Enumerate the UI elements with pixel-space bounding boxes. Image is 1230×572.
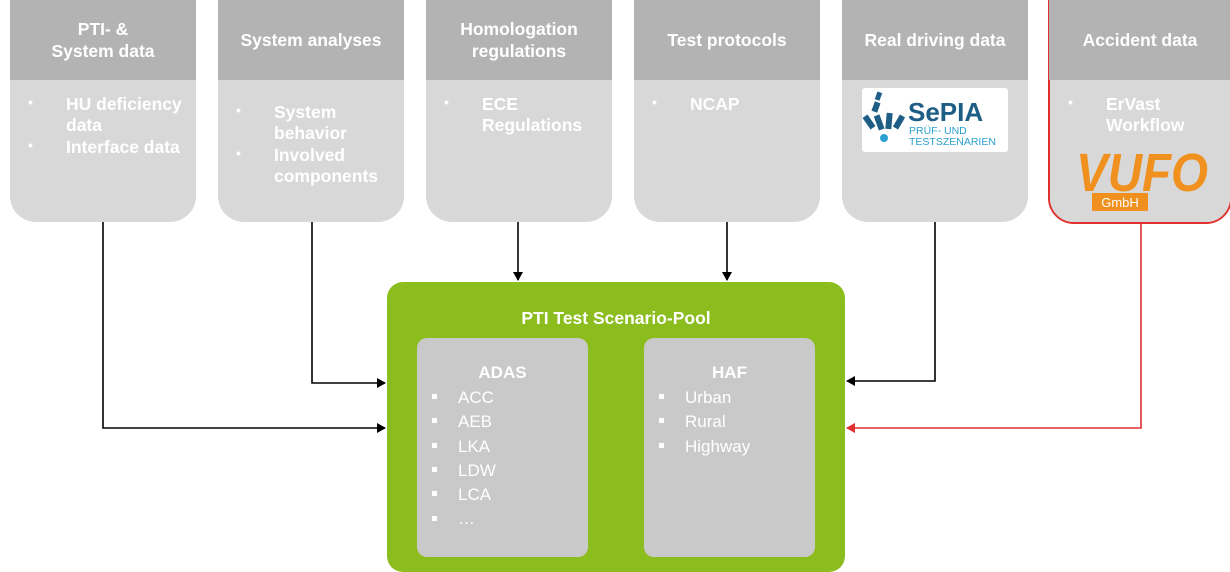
list-item: •ECE Regulations bbox=[444, 94, 583, 136]
source-body: •System behavior •Involved components bbox=[218, 80, 404, 222]
arrow-real-to-pool bbox=[846, 222, 936, 386]
bullet-icon: • bbox=[236, 144, 241, 161]
arrow-system-to-pool bbox=[311, 222, 386, 388]
vufo-logo-graphic: VUFO GmbH bbox=[1076, 143, 1208, 211]
square-bullet-icon bbox=[659, 394, 664, 400]
list-item: LCA bbox=[432, 483, 588, 507]
bullet-icon: • bbox=[28, 136, 33, 153]
bullet-icon: • bbox=[236, 102, 241, 118]
list-item: •Interface data bbox=[28, 136, 180, 157]
square-bullet-icon bbox=[659, 418, 664, 424]
source-header: Homologation regulations bbox=[426, 0, 612, 80]
source-body: •HU deficiency data •Interface data bbox=[10, 80, 196, 222]
list-item: •ErVast Workflow bbox=[1068, 94, 1185, 136]
source-body: •ErVast Workflow VUFO GmbH bbox=[1050, 80, 1230, 222]
list-item: ACC bbox=[432, 386, 588, 410]
source-body: •NCAP bbox=[634, 80, 820, 222]
list-item: •System behavior bbox=[236, 102, 347, 144]
source-header: Test protocols bbox=[634, 0, 820, 80]
sepia-logo-graphic: SePIA PRÜF- UND TESTSZENARIEN bbox=[862, 91, 996, 148]
bullet-icon: • bbox=[28, 94, 33, 110]
pool-title: PTI Test Scenario-Pool bbox=[521, 308, 711, 328]
source-header: PTI- & System data bbox=[10, 0, 196, 80]
source-body: •ECE Regulations bbox=[426, 80, 612, 222]
svg-text:TESTSZENARIEN: TESTSZENARIEN bbox=[909, 136, 996, 148]
svg-text:SePIA: SePIA bbox=[908, 97, 983, 127]
source-pti-system-data: PTI- & System data •HU deficiency data •… bbox=[10, 0, 196, 222]
list-item: LDW bbox=[432, 459, 588, 483]
source-homologation-regulations: Homologation regulations •ECE Regulation… bbox=[426, 0, 612, 222]
sepia-mark-icon bbox=[862, 91, 906, 142]
arrow-pti-to-pool bbox=[102, 222, 386, 433]
square-bullet-icon bbox=[432, 442, 437, 448]
source-title-line: PTI- & bbox=[77, 18, 129, 39]
sepia-logo: SePIA PRÜF- UND TESTSZENARIEN bbox=[862, 88, 1008, 152]
source-header: System analyses bbox=[218, 0, 404, 80]
square-bullet-icon bbox=[432, 418, 437, 424]
source-body: SePIA PRÜF- UND TESTSZENARIEN bbox=[842, 80, 1028, 222]
svg-text:PRÜF- UND: PRÜF- UND bbox=[909, 125, 967, 137]
source-title-line: System data bbox=[51, 41, 155, 61]
source-title-line: regulations bbox=[471, 41, 567, 61]
arrow-accident-to-pool bbox=[846, 222, 1142, 433]
svg-text:GmbH: GmbH bbox=[1101, 195, 1139, 210]
list-item: … bbox=[432, 507, 588, 531]
source-system-analyses: System analyses •System behavior •Involv… bbox=[218, 0, 404, 222]
list-item: Highway bbox=[659, 435, 815, 459]
pool-haf-box: HAF Urban Rural Highway bbox=[644, 338, 815, 557]
square-bullet-icon bbox=[432, 466, 437, 472]
source-accident-data: Accident data •ErVast Workflow VUFO GmbH bbox=[1048, 0, 1230, 224]
haf-title: HAF bbox=[712, 363, 747, 382]
source-title-line: Test protocols bbox=[667, 29, 787, 50]
source-header: Accident data bbox=[1049, 0, 1230, 80]
list-item: •NCAP bbox=[652, 94, 740, 114]
pool-adas-box: ADAS ACC AEB LKA LDW LCA … bbox=[417, 338, 588, 557]
source-title-line: System analyses bbox=[240, 29, 382, 50]
list-item: AEB bbox=[432, 410, 588, 434]
square-bullet-icon bbox=[659, 442, 664, 448]
source-test-protocols: Test protocols •NCAP bbox=[634, 0, 820, 222]
list-item: •HU deficiency data bbox=[28, 94, 182, 136]
scenario-pool: PTI Test Scenario-Pool ADAS ACC AEB LKA … bbox=[387, 282, 845, 572]
source-title-line: Homologation bbox=[460, 18, 578, 39]
bullet-icon: • bbox=[652, 94, 657, 110]
square-bullet-icon bbox=[432, 394, 437, 400]
bullet-icon: • bbox=[444, 94, 449, 110]
list-item: Urban bbox=[659, 386, 815, 410]
square-bullet-icon bbox=[432, 515, 437, 521]
list-item: LKA bbox=[432, 435, 588, 459]
list-item: •Involved components bbox=[236, 144, 379, 187]
source-title-line: Accident data bbox=[1082, 29, 1198, 50]
source-header: Real driving data bbox=[842, 0, 1028, 80]
square-bullet-icon bbox=[432, 491, 437, 497]
source-title-line: Real driving data bbox=[864, 29, 1006, 50]
adas-title: ADAS bbox=[478, 363, 527, 382]
bullet-icon: • bbox=[1068, 94, 1073, 110]
list-item: Rural bbox=[659, 410, 815, 434]
source-real-driving-data: Real driving data SePIA PRÜF- UND TESTSZ… bbox=[842, 0, 1028, 222]
vufo-logo: VUFO GmbH bbox=[1072, 143, 1212, 215]
